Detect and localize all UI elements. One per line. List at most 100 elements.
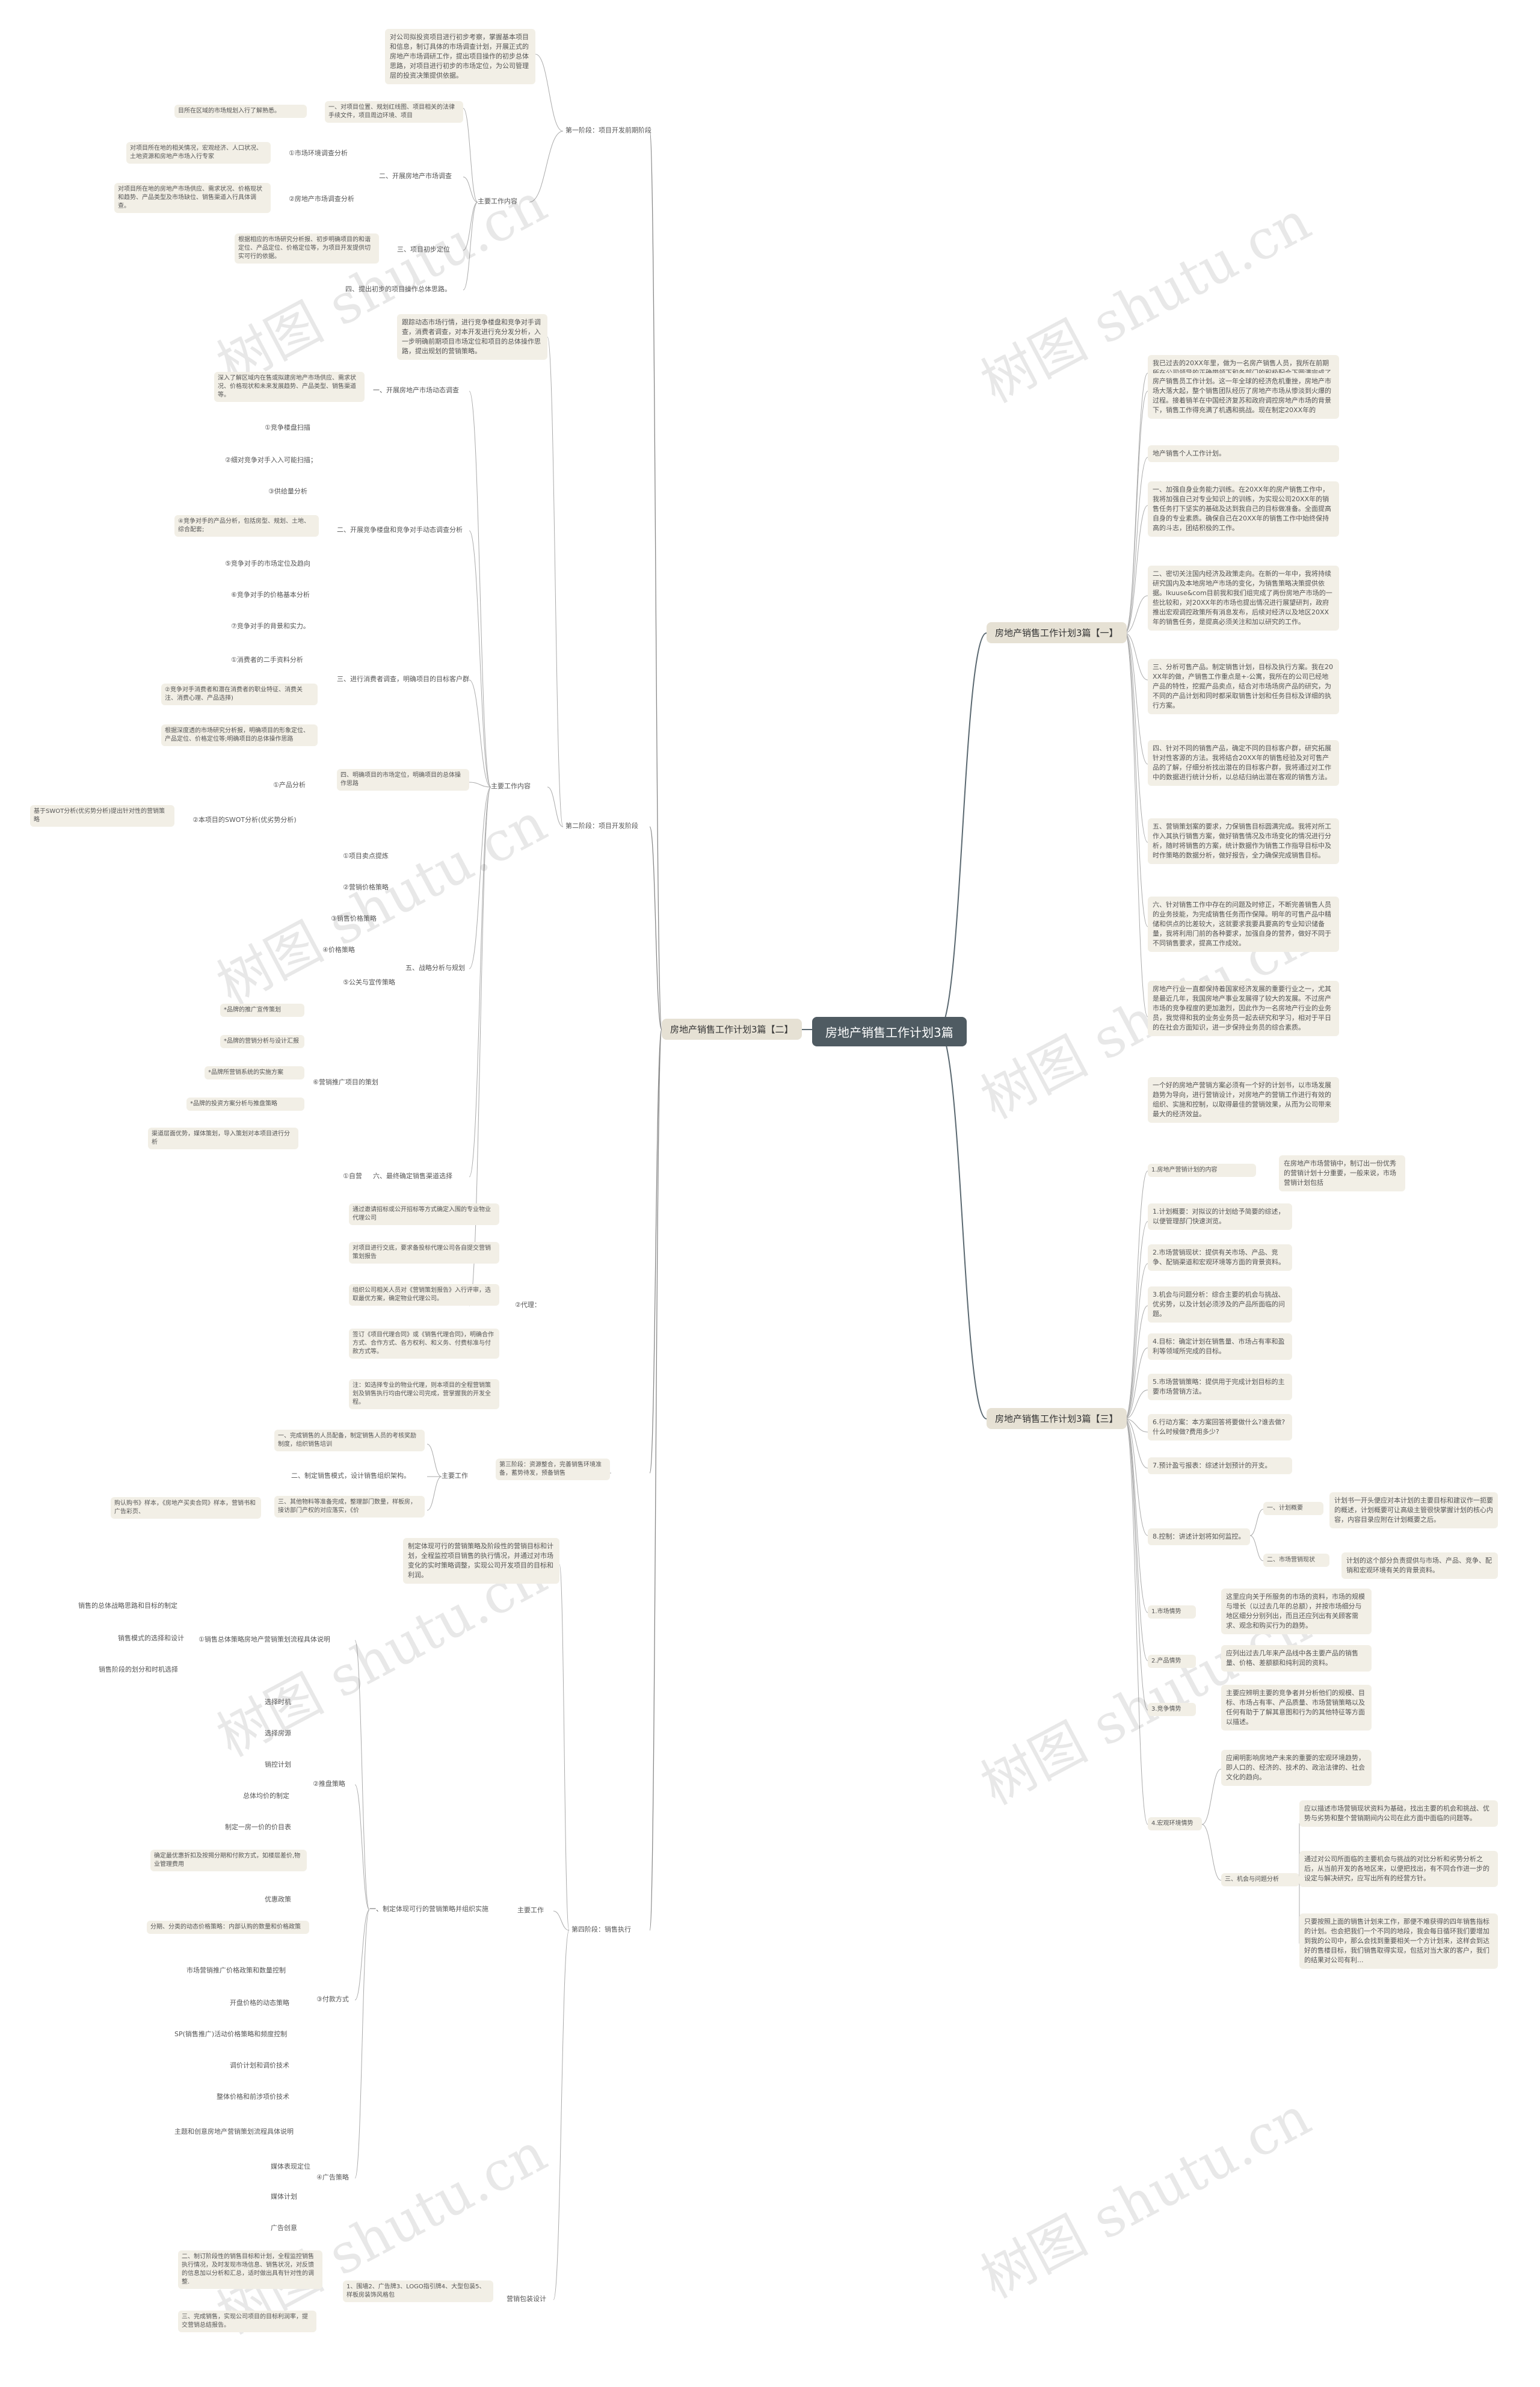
stage2-item: 三、进行消费者调查，明确项目的目标客户群 [337, 675, 469, 683]
stage4-subitem: ①销售总体策略房地产营销策划流程具体说明 [199, 1635, 330, 1643]
stage2-detail: *品牌所营销系统的实施方案 [205, 1066, 304, 1079]
connector-line [469, 786, 491, 1306]
stage1-subitem: ②房地产市场调查分析 [289, 195, 354, 203]
stage4-main: 主要工作 [517, 1906, 544, 1914]
stage4-detail: SP(销售推广)活动价格策略和频度控制 [174, 2030, 288, 2038]
stage4-subitem: ④广告策略 [316, 2173, 349, 2181]
connector-line [354, 1909, 370, 2179]
stage4-detail: 销售的总体战略思路和目标的制定 [78, 1602, 177, 1610]
stage2-subitem: ②竞争对手消费者和潜在消费者的职业特征、消费关注、消费心理、产品选择) [161, 684, 318, 705]
stage2-detail: 深入了解区域内在售或拟建房地产市场供应、需求状况、价格现状和未来发展趋势、产品类… [214, 372, 365, 402]
stage4-detail: 市场营销推广价格政策和数量控制 [186, 1966, 286, 1974]
stage4-detail: 总体均价的制定 [243, 1792, 289, 1800]
branch-plan-1[interactable]: 房地产销售工作计划3篇【一】 [987, 622, 1127, 643]
connector-line [354, 1640, 370, 1910]
connector-line [1124, 1305, 1148, 1419]
plan1-paragraph: 一、加强自身业务能力训练。在20XX年的房产销售工作中，我将加强自己对专业知识上… [1148, 481, 1339, 537]
stage2-item: 一、开展房地产市场动态调查 [373, 386, 459, 394]
stage2-subitem: ②本项目的SWOT分析(优劣势分析) [192, 816, 297, 824]
stage3-item: 二、制定销售模式，设计销售组织架构。 [291, 1472, 410, 1480]
stage2-detail: ①自营 [343, 1172, 362, 1180]
connector-line [1124, 1389, 1148, 1419]
connector-line [649, 131, 662, 1030]
stage4-label: 第四阶段：销售执行 [571, 1925, 631, 1933]
stage2-subitem: ①竞争楼盘扫描 [265, 424, 310, 431]
stage4-detail: 分期、分类的动态价格策略：内部认购的数量和价格政策 [147, 1921, 309, 1934]
plan3-item: 4.目标：确定计划在销售量、市场占有率和盈利等领域所完成的目标。 [1148, 1333, 1292, 1360]
stage2-subitem: ④价格策略 [322, 946, 355, 954]
stage4-detail: 制定一房一价的价目表 [225, 1823, 291, 1831]
stage2-item: ②代理： [515, 1301, 541, 1309]
stage2-detail: *品牌的投资方案分析与推盘策略 [186, 1098, 304, 1111]
stage1-detail: 对项目所在地的房地产市场供应、需求状况、价格现状和趋势、产品类型及市场缺位、销售… [114, 183, 271, 213]
stage1-main: 主要工作内容 [478, 197, 517, 205]
plan3-opportunity: 三、机会与问题分析 [1221, 1873, 1299, 1886]
connector-line [1124, 1170, 1148, 1419]
connector-line [1124, 632, 1148, 843]
connector-line [547, 786, 564, 827]
plan3-item: 3.竞争情势 [1148, 1703, 1196, 1716]
plan3-control-detail: 计划书一开头便应对本计划的主要目标和建议作一扼要的概述，计划概要可让高级主管很快… [1329, 1492, 1498, 1528]
branch-plan-2[interactable]: 房地产销售工作计划3篇【二】 [662, 1019, 802, 1040]
stage2-subitem: ②营销价格策略 [343, 883, 389, 891]
plan3-control-item: 一、计划概要 [1263, 1502, 1323, 1515]
connector-line [1124, 1347, 1148, 1419]
stage4-subitem: ③付款方式 [316, 1995, 349, 2003]
connector-line [469, 391, 491, 788]
plan3-item: 1.市场情势 [1148, 1605, 1196, 1619]
connector-line [535, 54, 564, 132]
connector-line [1201, 1824, 1222, 1881]
stage4-detail: 销售阶段的划分和时机选择 [99, 1666, 178, 1673]
stage2-subitem: ⑤公关与宣传策略 [343, 978, 395, 986]
connector-line [1124, 1418, 1148, 1661]
plan3-item: 1.计划概要：对拟议的计划给予简要的综述，以便管理部门快速浏览。 [1148, 1203, 1292, 1230]
connector-line [469, 786, 491, 969]
connector-line [1124, 595, 1148, 634]
stage2-subitem: ⑥营销推广项目的策划 [313, 1078, 378, 1086]
stage4-detail: 选择房源 [265, 1729, 291, 1737]
connector-line [1124, 632, 1148, 681]
connector-line [1124, 1263, 1148, 1419]
stage1-item: 一、对项目位置、规划红线图、项目相关的法律手续文件，项目周边环境、项目 [325, 101, 463, 123]
root-node[interactable]: 房地产销售工作计划3篇 [812, 1017, 967, 1046]
stage2-detail: 根据深度透的市场研究分析报，明确项目的形象定位、产品定位、价格定位等;明确项目的… [161, 724, 318, 746]
stage4-detail: 1、围墙2、广告牌3、LOGO指引牌4、大型包装5、样板房装饰风格包 [343, 2280, 493, 2302]
plan3-item-detail: 在房地产市场营销中，制订出一份优秀的营销计划十分重要，一般来说，市场营销计划包括 [1279, 1155, 1405, 1191]
stage3-item: 一、完成销售的人员配备，制定销售人员的考核奖励制度，组织销售培训 [274, 1430, 425, 1451]
stage1-subitem: ①市场环境调查分析 [289, 149, 348, 157]
plan3-detail: 应列出过去几年来产品线中各主要产品的销售量、价格、差额额和纯利润的资料。 [1221, 1645, 1372, 1672]
connector-line [1124, 505, 1148, 634]
stage1-item: 四、提出初步的项目操作总体思路。 [345, 285, 451, 293]
connector-line [553, 1930, 570, 2300]
stage4-item: 营销包装设计 [507, 2295, 546, 2303]
plan3-item: 4.宏观环境情势 [1148, 1817, 1202, 1830]
stage1-label: 第一阶段：项目开发前期阶段 [565, 126, 651, 134]
stage2-label: 第二阶段：项目开发阶段 [565, 822, 638, 830]
plan1-paragraph: 一个好的房地产营销方案必须有一个好的计划书，以市场发展趋势为导向，进行营销设计，… [1148, 1077, 1339, 1123]
stage2-detail: 组织公司相关人员对《营销策划报告》入行评审，选取最优方案，确定物业代理公司。 [349, 1284, 499, 1306]
stage3-main: 主要工作 [442, 1472, 468, 1480]
connector-line [1124, 1418, 1148, 1433]
stage4-detail: 优惠政策 [265, 1895, 291, 1903]
plan3-item: 2.产品情势 [1148, 1655, 1196, 1668]
connector-line [553, 1910, 570, 1931]
stage4-detail: 广告创意 [271, 2224, 297, 2232]
plan3-detail: 这里应向关于所服务的市场的资料，市场的规模与增长（以过去几年的总额），并按市场细… [1221, 1589, 1372, 1634]
plan3-item: 3.机会与问题分析：综合主要的机会与挑战、优劣势，以及计划必须涉及的产品所面临的… [1148, 1286, 1292, 1323]
plan3-item: 1.房地产营销计划的内容 [1148, 1164, 1256, 1177]
plan1-paragraph: 地产销售个人工作计划。 [1148, 445, 1339, 462]
plan3-item: 7.预计盈亏报表：综述计划预计的开支。 [1148, 1457, 1292, 1474]
branch-plan-3[interactable]: 房地产销售工作计划3篇【三】 [987, 1408, 1127, 1429]
connector-line [938, 632, 987, 1030]
connector-line [1124, 457, 1148, 634]
connector-line [354, 1784, 370, 1910]
connector-line [463, 202, 478, 251]
stage2-main: 主要工作内容 [491, 782, 531, 790]
stage4-detail: 媒体表现定位 [271, 2163, 310, 2170]
stage2-detail: 签订《项目代理合同》或《销售代理合同》，明确合作方式、合作方式、各方权利、和义务… [349, 1329, 499, 1359]
stage1-detail: 对项目所在地的相关情况，宏观经济、人口状况、土地资源和房地产市场入行专家 [126, 142, 271, 164]
connector-line [547, 336, 564, 827]
connector-line [427, 1476, 442, 1511]
stage4-detail: 媒体计划 [271, 2193, 297, 2200]
